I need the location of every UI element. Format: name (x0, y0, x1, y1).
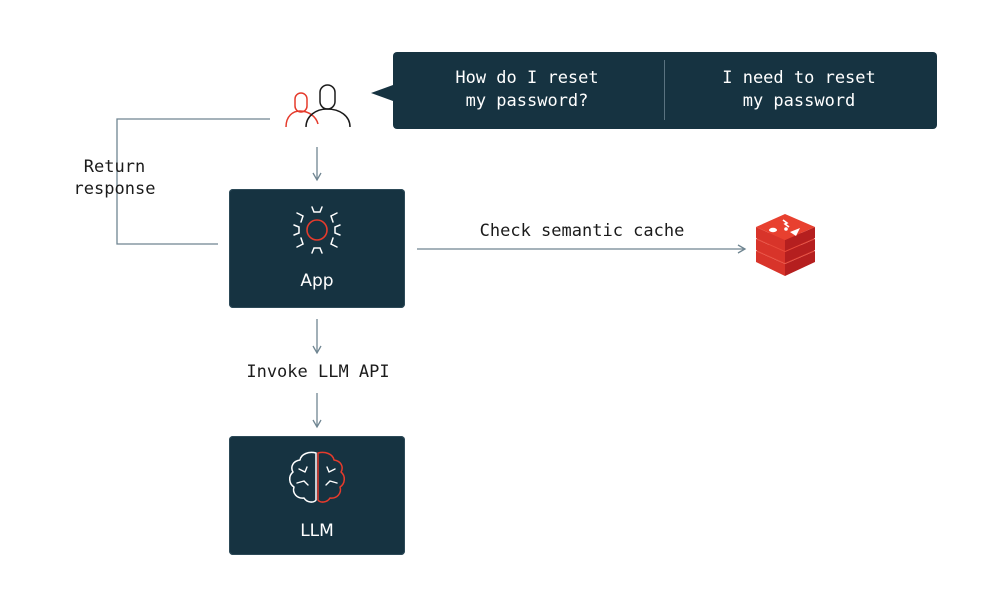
query-bubble: How do I reset my password? I need to re… (371, 52, 937, 129)
brain-icon (289, 451, 345, 503)
users-icon (285, 84, 351, 128)
query-2-text: I need to reset my password (722, 68, 876, 111)
app-label: App (300, 271, 334, 291)
llm-label: LLM (300, 521, 334, 541)
check-cache-label: Check semantic cache (479, 221, 685, 241)
redis-cache-icon (756, 214, 815, 276)
gear-icon (293, 206, 341, 254)
llm-box: LLM (229, 436, 405, 555)
bubble-divider (664, 60, 665, 120)
return-response-label: Return response (73, 157, 156, 199)
bubble-tail (371, 85, 393, 101)
invoke-llm-label: Invoke LLM API (246, 362, 390, 382)
query-1-text: How do I reset my password? (455, 68, 599, 111)
return-response-line (116, 118, 270, 245)
app-box: App (229, 189, 405, 308)
